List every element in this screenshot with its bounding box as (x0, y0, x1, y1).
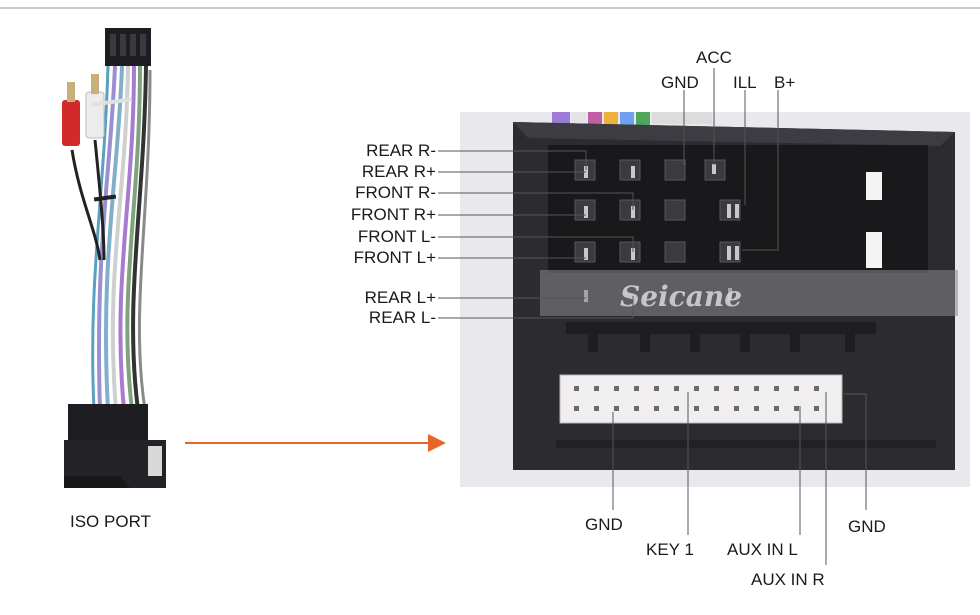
plug-pin-hole (574, 386, 579, 391)
pin-label-rear-l-plus: REAR L+ (364, 288, 436, 307)
harness-illustration (62, 28, 166, 488)
pin-label-aux-in-l: AUX IN L (727, 540, 798, 559)
plug-pin-hole (654, 386, 659, 391)
plug-pin-hole (694, 386, 699, 391)
plug-pin-hole (634, 386, 639, 391)
plug-pin-hole (574, 406, 579, 411)
pin-label-b-plus: B+ (774, 73, 796, 92)
plug-pin-hole (794, 406, 799, 411)
top-wires (552, 112, 712, 126)
plug-pin-hole (714, 386, 719, 391)
plug-pin-hole (754, 386, 759, 391)
iso-port-label: ISO PORT (70, 512, 151, 531)
main-connector: Seicane (513, 122, 958, 470)
pin-label-front-r-minus: FRONT R- (355, 183, 436, 202)
plug-pin-hole (654, 406, 659, 411)
plug-pin-hole (594, 386, 599, 391)
pin-label-key1: KEY 1 (646, 540, 694, 559)
plug-pin-hole (714, 406, 719, 411)
plug-pin-hole (754, 406, 759, 411)
pin-label-rear-l-minus: REAR L- (368, 308, 436, 327)
rca-red-plug (62, 100, 80, 146)
pointer-arrow (185, 434, 446, 452)
pin-label-rear-r-minus: REAR R- (366, 141, 436, 160)
rca-white-plug (85, 91, 105, 139)
pin-label-front-l-minus: FRONT L- (357, 227, 436, 246)
plug-pin-hole (594, 406, 599, 411)
pin-label-gnd-bottom-right: GND (848, 517, 886, 536)
plug-pin-hole (694, 406, 699, 411)
plug-pin-hole (614, 406, 619, 411)
plug-pin-hole (794, 386, 799, 391)
pin-label-acc: ACC (696, 48, 732, 67)
plug-pin-hole (614, 386, 619, 391)
pin-label-aux-in-r: AUX IN R (751, 570, 825, 589)
pin-label-front-r-plus: FRONT R+ (350, 205, 436, 224)
pin-label-front-l-plus: FRONT L+ (353, 248, 436, 267)
lower-white-plug (559, 374, 843, 424)
leader-lines (438, 68, 867, 565)
plug-pin-hole (734, 406, 739, 411)
pin-label-gnd-top: GND (661, 73, 699, 92)
pin-label-gnd-bottom-left: GND (585, 515, 623, 534)
plug-pin-hole (774, 406, 779, 411)
plug-pin-hole (734, 386, 739, 391)
plug-pin-hole (774, 386, 779, 391)
plug-pin-hole (674, 406, 679, 411)
pin-label-ill: ILL (733, 73, 757, 92)
seicane-watermark: Seicane (620, 280, 742, 313)
plug-pin-hole (634, 406, 639, 411)
top-divider (0, 7, 980, 9)
arrow-head-icon (428, 434, 446, 452)
pin-label-rear-r-plus: REAR R+ (361, 162, 436, 181)
plug-pin-hole (814, 386, 819, 391)
plug-pin-hole (674, 386, 679, 391)
plug-pin-hole (814, 406, 819, 411)
